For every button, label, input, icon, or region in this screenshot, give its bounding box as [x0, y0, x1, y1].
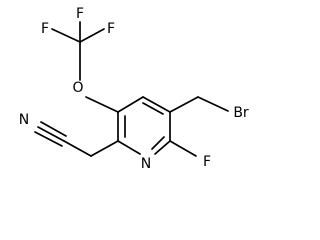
bond-nitrile-2	[40, 121, 67, 137]
bond-cf3-f3	[79, 28, 105, 43]
atom-f-top: F	[76, 6, 84, 22]
bond-c5-ch2	[169, 96, 199, 113]
atom-f-ring: F	[203, 154, 211, 170]
bond-ch2-br	[197, 96, 229, 112]
bond-ring-n-c6-inner	[151, 136, 165, 150]
atom-f-left: F	[41, 21, 49, 37]
bond-nitrile-3	[34, 131, 63, 147]
bond-c6-f	[169, 140, 197, 157]
bond-ring-c5-c1-inner	[142, 102, 164, 115]
bond-ring-c1-c3	[117, 96, 144, 113]
bond-ch2-cn	[63, 140, 92, 157]
bond-c3-o	[85, 96, 119, 113]
bond-nitrile-1	[37, 126, 65, 142]
bond-ring-n-c6	[154, 140, 171, 155]
bond-ring-c5-c1	[142, 96, 171, 113]
chemical-structure: F F F O Br N N F	[19, 6, 249, 172]
atom-f-right: F	[107, 21, 115, 37]
atom-o-ether: O	[72, 80, 83, 96]
atom-br: Br	[233, 105, 249, 121]
bond-cf3-f2	[51, 28, 81, 43]
bond-ring-c4-n	[117, 140, 141, 155]
atom-n-nitrile: N	[19, 112, 29, 128]
bond-c4-ch2	[90, 140, 119, 157]
atom-label-layer: F F F O Br N N F	[19, 6, 249, 172]
atom-n-ring: N	[141, 156, 151, 172]
bond-layer	[34, 21, 229, 157]
